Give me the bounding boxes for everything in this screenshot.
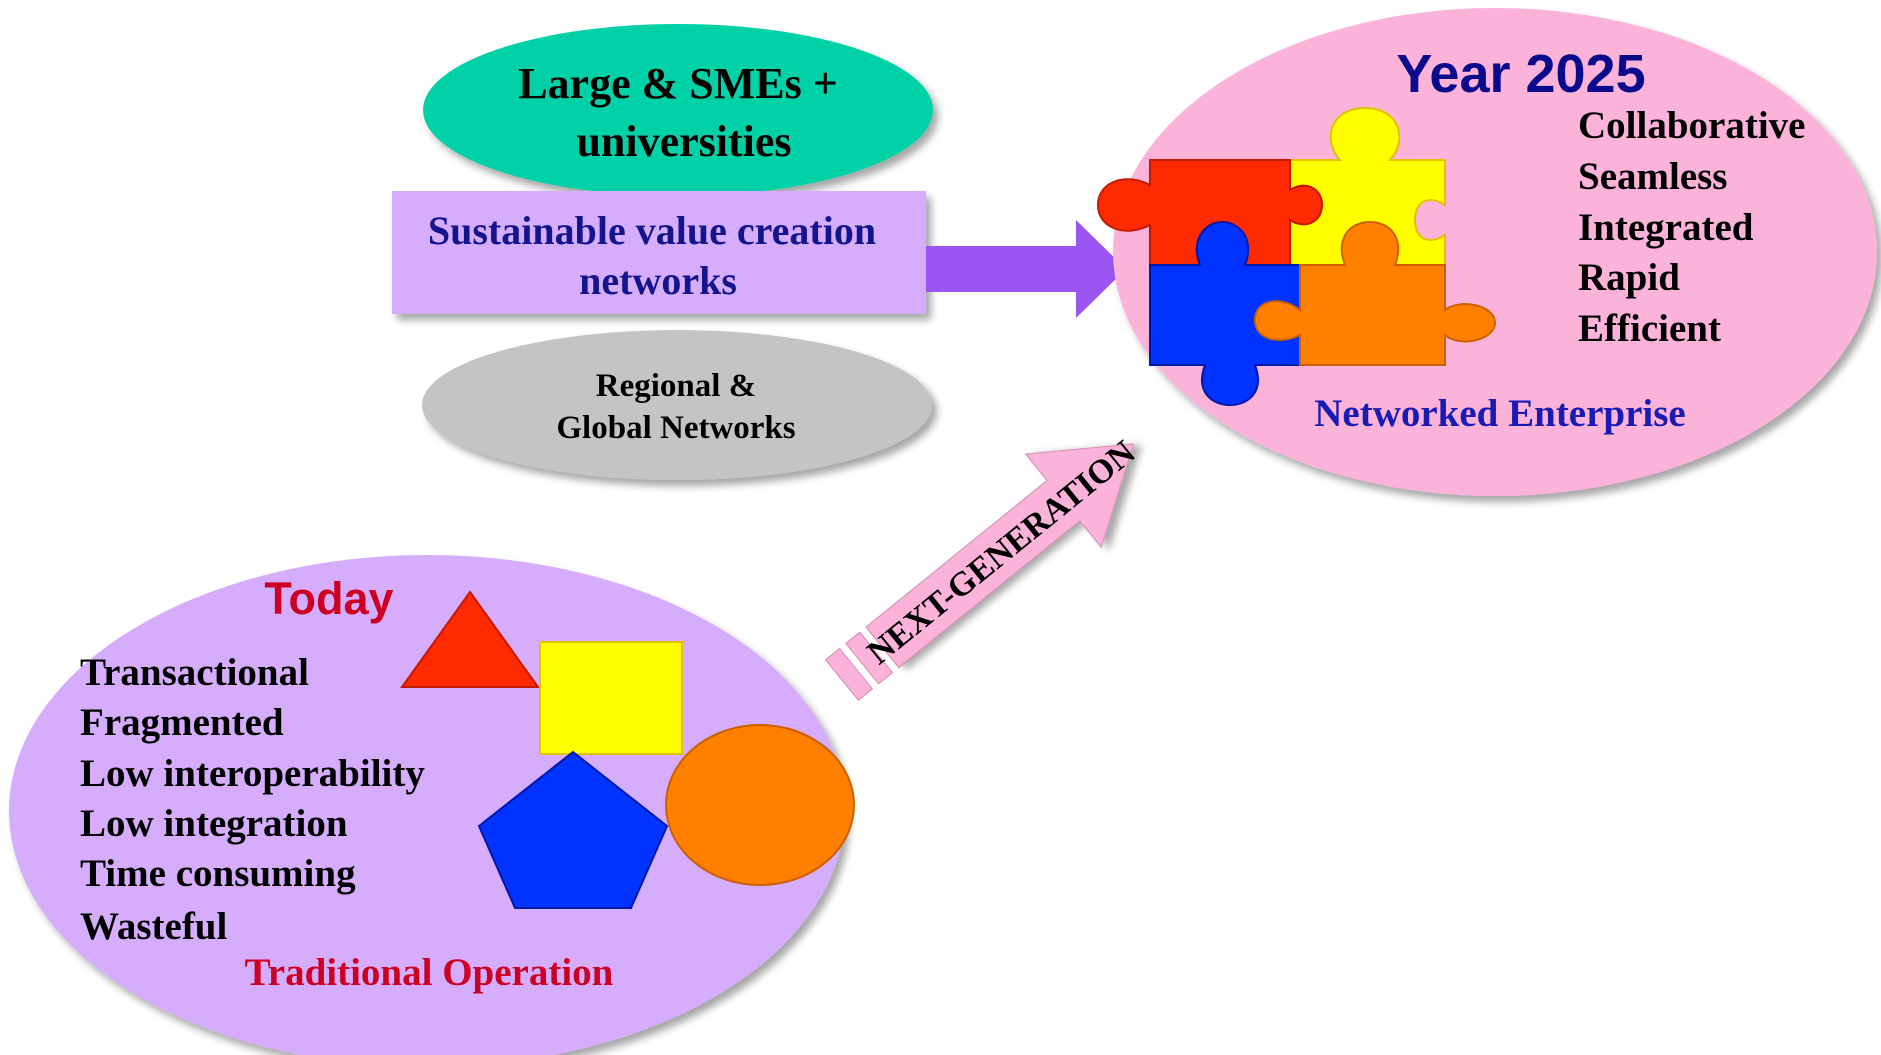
future-quality: Integrated — [1578, 206, 1754, 249]
today-qualities-list: Transactional Fragmented Low interoperab… — [80, 651, 425, 948]
today-title: Today — [264, 573, 393, 624]
future-oval — [1113, 8, 1877, 496]
future-quality: Seamless — [1578, 155, 1728, 198]
future-qualities-list: Collaborative Seamless Integrated Rapid … — [1578, 104, 1805, 350]
future-title: Year 2025 — [1396, 44, 1645, 104]
today-quality: Time consuming — [80, 852, 356, 895]
future-quality: Collaborative — [1578, 104, 1805, 147]
today-quality: Transactional — [80, 651, 309, 694]
future-quality: Rapid — [1578, 256, 1680, 299]
today-caption: Traditional Operation — [245, 951, 614, 994]
partners-line2: universities — [576, 117, 791, 166]
today-quality: Wasteful — [80, 905, 228, 948]
networks-oval: Regional & Global Networks — [422, 330, 932, 480]
partners-oval: Large & SMEs + universities — [423, 24, 933, 196]
value-creation-line1: Sustainable value creation — [428, 208, 876, 253]
fragmented-shapes-icon — [400, 590, 855, 909]
future-quality: Efficient — [1578, 307, 1721, 350]
today-quality: Low integration — [80, 802, 348, 845]
future-caption: Networked Enterprise — [1314, 392, 1686, 435]
circle-icon — [665, 724, 855, 886]
next-generation-label: NEXT-GENERATION — [861, 433, 1143, 671]
networks-line2: Global Networks — [556, 410, 795, 446]
pentagon-icon — [477, 750, 669, 909]
today-quality: Fragmented — [80, 701, 284, 744]
puzzle-icon — [1096, 106, 1497, 407]
purple-arrow — [926, 220, 1126, 318]
value-creation-line2: networks — [579, 258, 737, 303]
value-creation-box: Sustainable value creation networks — [392, 191, 926, 314]
square-icon — [539, 641, 683, 755]
partners-line1: Large & SMEs + — [518, 59, 838, 108]
triangle-icon — [400, 590, 540, 688]
networks-line1: Regional & — [596, 368, 756, 404]
today-quality: Low interoperability — [80, 752, 425, 795]
